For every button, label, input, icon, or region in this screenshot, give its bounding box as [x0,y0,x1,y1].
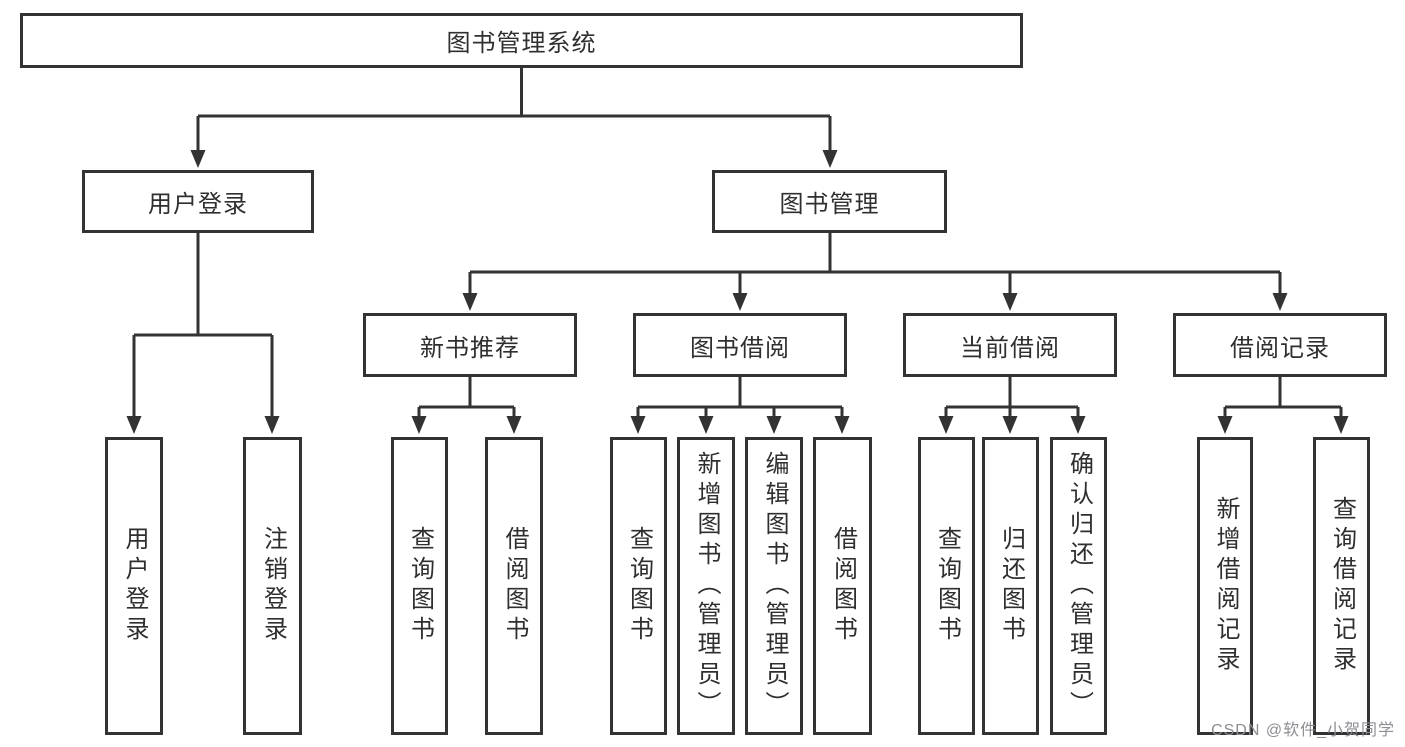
node-current-borrowing-label: 当前借阅 [960,334,1060,362]
csdn-watermark: CSDN @软件_小贺同学 [1211,722,1395,739]
node-book-management: 图书管理 [712,170,947,233]
leaf-add-books-admin-label: 新增图书（管理员） [693,451,720,721]
leaf-user-login: 用户登录 [105,437,163,735]
node-borrow-records: 借阅记录 [1173,313,1387,377]
leaf-edit-books-admin-label: 编辑图书（管理员） [761,451,788,721]
node-root: 图书管理系统 [20,13,1023,68]
leaf-query-books-current-label: 查询图书 [933,526,961,646]
leaf-query-books-borrowing: 查询图书 [610,437,667,735]
leaf-add-borrow-record-label: 新增借阅记录 [1212,496,1239,676]
node-new-book-recommendation: 新书推荐 [363,313,577,377]
leaf-query-books-recommend-label: 查询图书 [406,526,434,646]
leaf-borrow-books: 借阅图书 [813,437,872,735]
leaf-add-borrow-record: 新增借阅记录 [1197,437,1253,735]
node-book-management-label: 图书管理 [779,191,880,218]
node-book-borrowing-label: 图书借阅 [690,334,790,362]
leaf-return-books: 归还图书 [982,437,1039,735]
leaf-query-books-recommend: 查询图书 [391,437,448,735]
leaf-confirm-return-admin: 确认归还（管理员） [1050,437,1107,735]
node-current-borrowing: 当前借阅 [903,313,1117,377]
leaf-edit-books-admin: 编辑图书（管理员） [745,437,803,735]
node-user-login: 用户登录 [82,170,314,233]
leaf-confirm-return-admin-label: 确认归还（管理员） [1065,451,1093,721]
node-user-login-label: 用户登录 [148,191,248,218]
node-new-book-recommendation-label: 新书推荐 [420,334,520,362]
leaf-borrow-books-recommend: 借阅图书 [485,437,543,735]
leaf-borrow-books-label: 借阅图书 [829,526,857,646]
leaf-query-borrow-record-label: 查询借阅记录 [1328,496,1356,676]
leaf-user-login-label: 用户登录 [121,526,148,646]
leaf-return-books-label: 归还图书 [997,526,1025,646]
node-root-label: 图书管理系统 [446,30,597,57]
node-book-borrowing: 图书借阅 [633,313,847,377]
leaf-logout: 注销登录 [243,437,302,735]
leaf-query-borrow-record: 查询借阅记录 [1313,437,1370,735]
leaf-borrow-books-recommend-label: 借阅图书 [501,526,528,646]
node-borrow-records-label: 借阅记录 [1230,334,1330,362]
leaf-add-books-admin: 新增图书（管理员） [677,437,735,735]
leaf-query-books-current: 查询图书 [918,437,975,735]
leaf-logout-label: 注销登录 [259,526,287,646]
leaf-query-books-borrowing-label: 查询图书 [625,526,653,646]
